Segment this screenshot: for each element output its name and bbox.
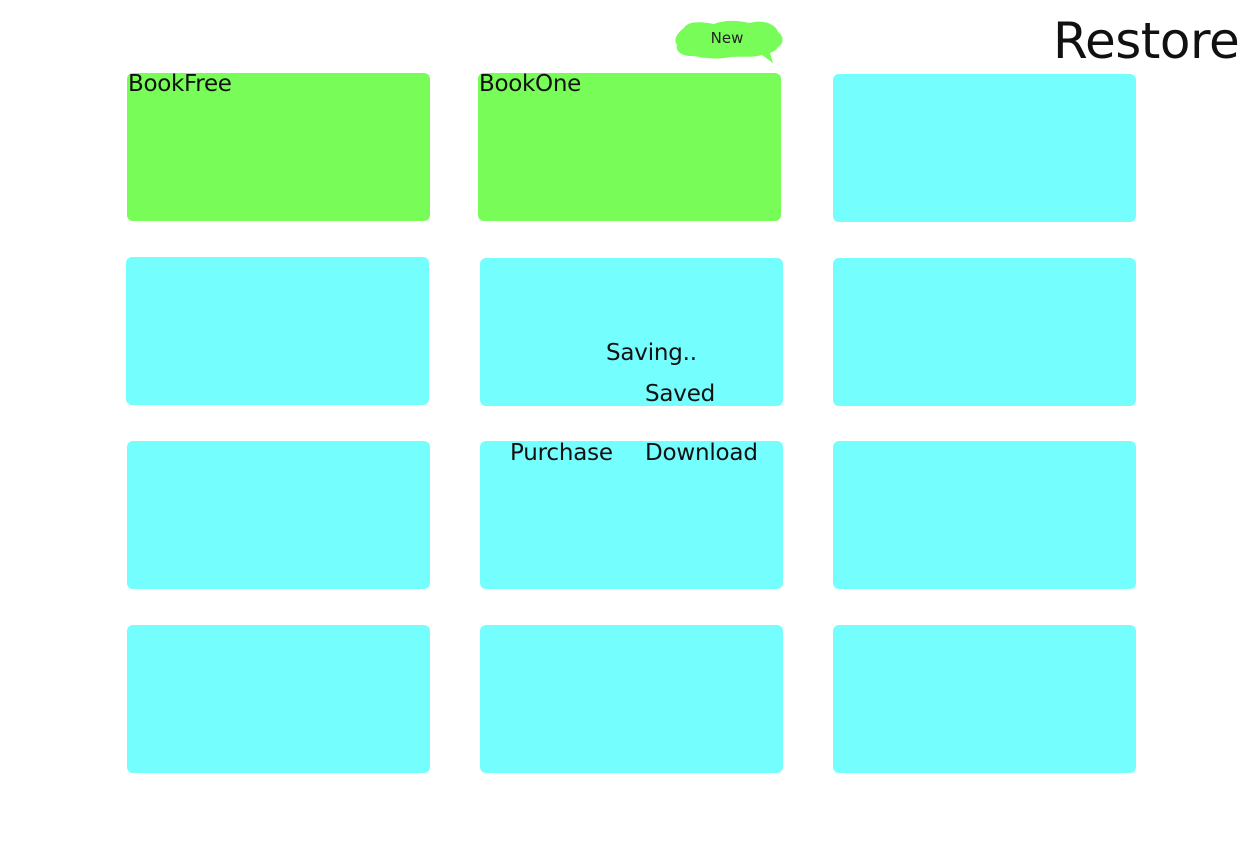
book-tile-empty[interactable] [480,258,783,406]
book-tile-bookone[interactable]: BookOne [478,71,781,221]
speech-bubble-icon [675,20,783,64]
download-button[interactable]: Download [645,440,758,466]
book-tile-empty[interactable] [126,257,429,405]
purchase-button[interactable]: Purchase [510,440,613,466]
book-title: BookOne [479,71,581,97]
new-badge-label: New [710,29,744,47]
book-title: BookFree [128,71,232,97]
book-tile-bookfree[interactable]: BookFree [127,71,430,221]
book-tile-empty[interactable] [833,258,1136,406]
restore-button[interactable]: Restore [1053,12,1240,70]
book-tile-empty[interactable] [127,625,430,773]
new-badge: New [674,18,784,68]
book-tile-empty[interactable] [833,74,1136,222]
book-tile-empty[interactable] [833,441,1136,589]
book-tile-empty[interactable] [127,441,430,589]
book-tile-empty[interactable] [833,625,1136,773]
book-tile-empty[interactable] [480,441,783,589]
saving-status: Saving.. [606,340,697,366]
book-tile-empty[interactable] [480,625,783,773]
saved-status: Saved [645,381,716,407]
